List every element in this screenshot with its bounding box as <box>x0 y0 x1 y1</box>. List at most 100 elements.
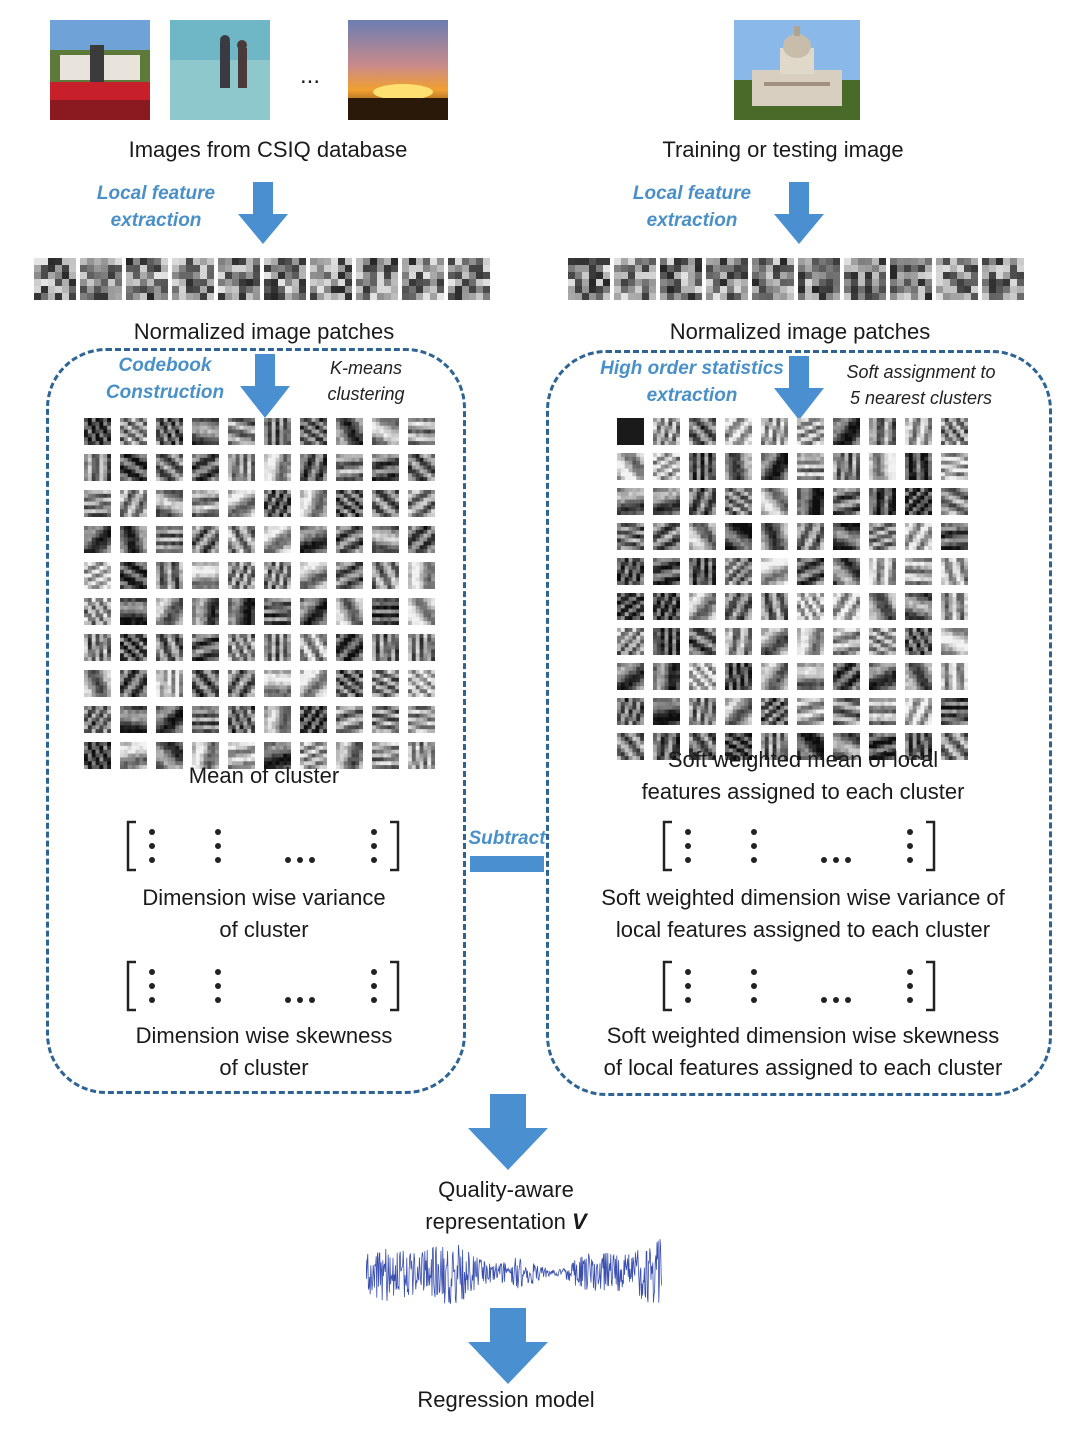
normalized-patch <box>890 258 932 300</box>
codebook-centroid <box>156 418 183 445</box>
cluster-statistic <box>653 523 680 550</box>
cluster-statistic <box>905 733 932 760</box>
codebook-centroid <box>264 598 291 625</box>
codebook-centroid <box>408 526 435 553</box>
codebook-centroid <box>192 562 219 589</box>
cluster-statistic <box>725 593 752 620</box>
soft-assignment-label-line2: 5 nearest clusters <box>849 388 993 408</box>
codebook-centroid <box>192 742 219 769</box>
cluster-statistic <box>833 418 860 445</box>
codebook-centroid <box>372 634 399 661</box>
normalized-patch <box>448 258 490 300</box>
cluster-statistic <box>617 663 644 690</box>
right-down-arrow-1 <box>774 182 824 244</box>
codebook-centroid <box>408 634 435 661</box>
representation-caption-line2: representation V <box>306 1206 706 1238</box>
representation-text: representation <box>425 1209 566 1234</box>
subtract-bar <box>470 856 544 872</box>
normalized-patch <box>660 258 702 300</box>
cluster-statistic <box>689 418 716 445</box>
right-cluster-grid <box>617 418 968 760</box>
codebook-centroid <box>156 634 183 661</box>
soft-assignment-label-line1: Soft assignment to <box>846 362 996 382</box>
codebook-centroid <box>120 706 147 733</box>
codebook-centroid <box>336 418 363 445</box>
codebook-centroid <box>156 562 183 589</box>
codebook-centroid <box>156 742 183 769</box>
cluster-statistic <box>941 453 968 480</box>
left-mean-caption: Mean of cluster <box>188 763 340 788</box>
left-skewness-caption-line2: of cluster <box>219 1055 309 1080</box>
codebook-centroid <box>228 706 255 733</box>
cluster-statistic <box>653 733 680 760</box>
codebook-centroid <box>192 418 219 445</box>
cluster-statistic <box>941 488 968 515</box>
normalized-patch <box>798 258 840 300</box>
left-images-caption: Images from CSIQ database <box>128 137 408 162</box>
kmeans-label-line1: K-means <box>329 358 403 378</box>
cluster-statistic <box>653 418 680 445</box>
codebook-centroid <box>300 706 327 733</box>
codebook-centroid <box>336 598 363 625</box>
cluster-statistic <box>833 628 860 655</box>
csiq-image-white-house <box>50 20 150 120</box>
codebook-centroid <box>264 490 291 517</box>
cluster-statistic <box>797 558 824 585</box>
cluster-statistic <box>725 488 752 515</box>
cluster-statistic <box>761 523 788 550</box>
cluster-statistic <box>797 453 824 480</box>
right-normalized-patch-strip <box>568 258 1024 300</box>
regression-down-arrow <box>468 1308 548 1384</box>
cluster-statistic <box>689 453 716 480</box>
codebook-centroid <box>264 706 291 733</box>
codebook-centroid <box>408 670 435 697</box>
codebook-centroid <box>192 526 219 553</box>
right-skewness-caption-line2: of local features assigned to each clust… <box>603 1055 1003 1080</box>
codebook-centroid <box>156 598 183 625</box>
codebook-centroid <box>120 526 147 553</box>
codebook-centroid <box>84 742 111 769</box>
codebook-centroid <box>84 526 111 553</box>
codebook-centroid <box>156 706 183 733</box>
normalized-patch <box>310 258 352 300</box>
codebook-centroid <box>156 526 183 553</box>
codebook-label-line1: Codebook <box>118 355 212 376</box>
codebook-centroid <box>336 562 363 589</box>
right-variance-caption-line1: Soft weighted dimension wise variance of <box>601 885 1005 910</box>
left-local-feature-label-line1: Local feature <box>96 183 216 204</box>
normalized-patch <box>356 258 398 300</box>
right-statistics-box <box>546 350 1052 1096</box>
codebook-centroid <box>228 634 255 661</box>
cluster-statistic <box>869 593 896 620</box>
codebook-centroid <box>408 454 435 481</box>
left-variance-vector <box>126 820 400 872</box>
cluster-statistic <box>761 558 788 585</box>
cluster-statistic <box>941 733 968 760</box>
codebook-centroid <box>264 526 291 553</box>
codebook-centroid <box>156 490 183 517</box>
cluster-statistic <box>689 733 716 760</box>
cluster-statistic <box>761 418 788 445</box>
cluster-statistic <box>617 698 644 725</box>
cluster-statistic <box>761 453 788 480</box>
cluster-statistic <box>725 698 752 725</box>
cluster-statistic <box>725 558 752 585</box>
codebook-centroid <box>336 490 363 517</box>
cluster-statistic <box>905 593 932 620</box>
right-local-feature-label-line1: Local feature <box>632 183 752 204</box>
codebook-centroid <box>228 418 255 445</box>
codebook-centroid <box>264 418 291 445</box>
cluster-statistic <box>941 663 968 690</box>
codebook-centroid <box>264 454 291 481</box>
codebook-centroid <box>120 670 147 697</box>
normalized-patch <box>614 258 656 300</box>
cluster-statistic <box>689 488 716 515</box>
hos-label-line1: High order statistics <box>600 358 784 379</box>
codebook-centroid <box>372 562 399 589</box>
representation-caption-line1: Quality-aware <box>438 1177 574 1202</box>
cluster-statistic <box>725 523 752 550</box>
capitol-building-image <box>734 20 860 120</box>
codebook-centroid <box>84 670 111 697</box>
codebook-centroid <box>228 490 255 517</box>
codebook-centroid <box>336 706 363 733</box>
